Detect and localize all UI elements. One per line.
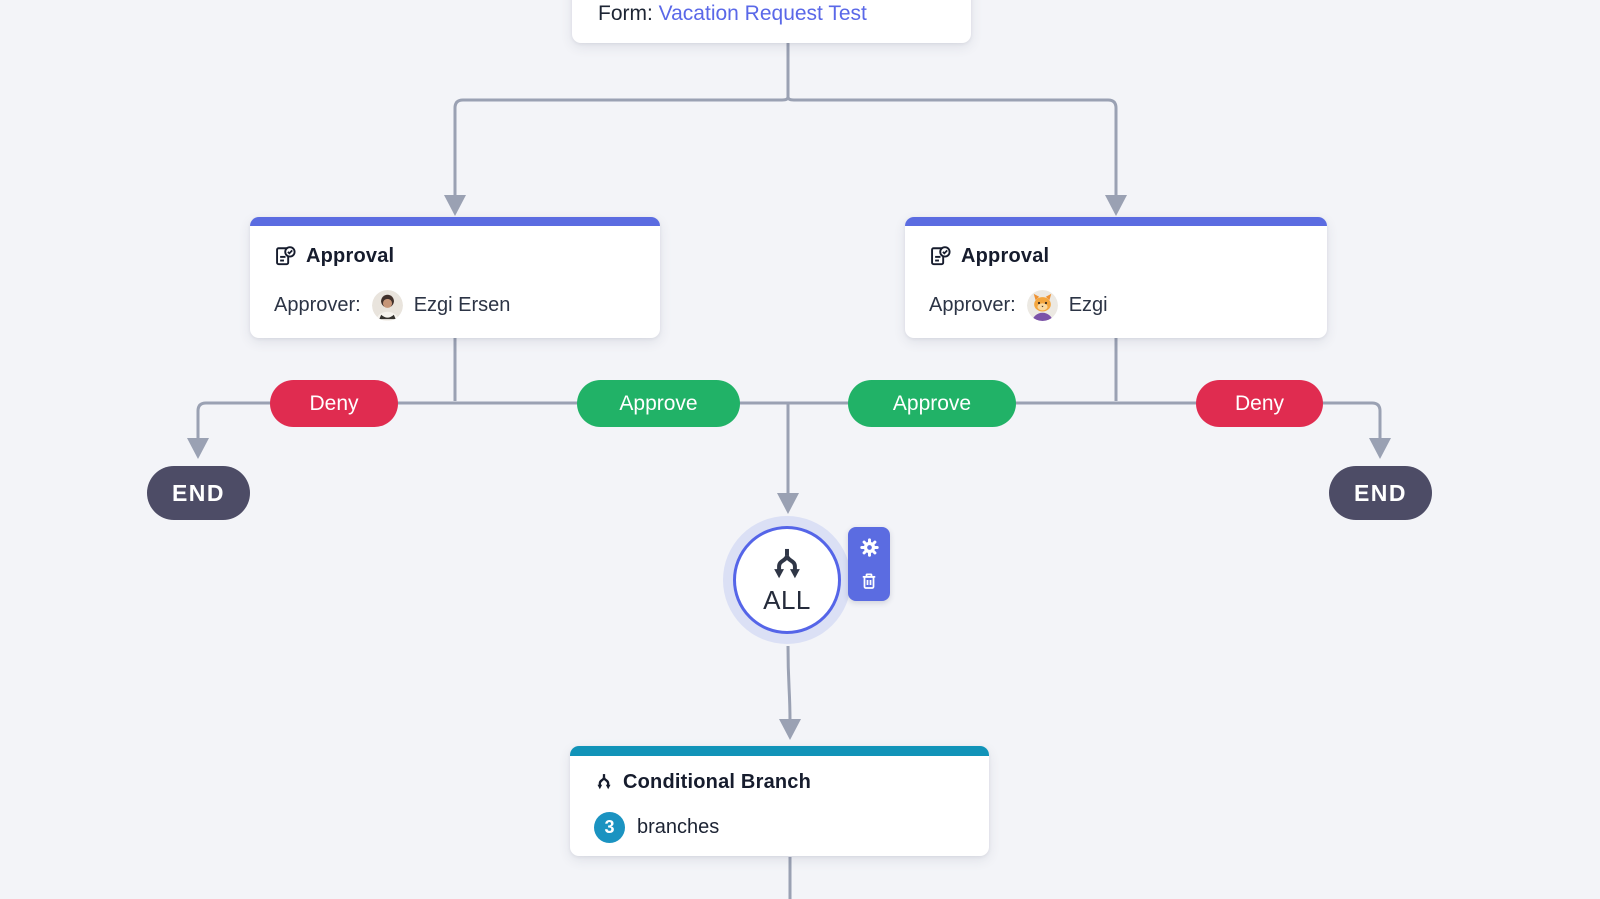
all-gateway-circle: ALL — [733, 526, 841, 634]
branch-label-text: Approve — [892, 391, 972, 415]
approval-icon — [274, 245, 297, 268]
approver-name: Ezgi Ersen — [413, 294, 511, 316]
form-name-link[interactable]: Vacation Request Test — [658, 2, 867, 25]
end-node-left[interactable]: END — [147, 466, 250, 520]
settings-gear-icon — [859, 537, 880, 558]
card-accent-bar — [905, 217, 1327, 226]
card-title: Approval — [961, 244, 1050, 267]
branch-label-approve-right[interactable]: Approve — [848, 380, 1016, 427]
approval-node-left[interactable]: Approval Approver: — [250, 217, 660, 338]
node-toolbar — [848, 527, 890, 601]
approver-name: Ezgi — [1068, 294, 1108, 316]
all-gateway-node[interactable]: ALL — [723, 516, 851, 644]
all-label: ALL — [763, 584, 811, 615]
branch-split-icon — [768, 545, 806, 583]
branch-label-deny-right[interactable]: Deny — [1196, 380, 1323, 427]
form-node[interactable]: Form: Vacation Request Test — [572, 0, 971, 43]
conditional-branch-node[interactable]: Conditional Branch 3 branches — [570, 746, 989, 856]
cat-emoji-avatar — [1026, 290, 1058, 321]
trash-icon — [859, 571, 879, 591]
branch-split-icon — [594, 772, 614, 792]
photo-avatar — [371, 290, 403, 321]
end-label: END — [171, 479, 226, 506]
card-accent-bar — [250, 217, 660, 226]
card-title: Conditional Branch — [623, 770, 812, 793]
approval-icon — [929, 245, 952, 268]
form-node-text: Form: Vacation Request Test — [572, 0, 971, 26]
end-node-right[interactable]: END — [1329, 466, 1432, 520]
branch-label-approve-left[interactable]: Approve — [577, 380, 740, 427]
approval-node-right[interactable]: Approval Approver: — [905, 217, 1327, 338]
branch-count-label: branches — [637, 816, 720, 838]
branch-count-badge: 3 — [594, 812, 625, 843]
branch-label-text: Approve — [619, 391, 698, 415]
branch-label-text: Deny — [1234, 391, 1285, 415]
card-accent-bar — [570, 746, 989, 756]
delete-button[interactable] — [855, 567, 883, 595]
approver-label: Approver: — [929, 294, 1016, 316]
branch-label-text: Deny — [309, 391, 359, 415]
settings-button[interactable] — [855, 533, 883, 561]
card-title: Approval — [306, 244, 395, 267]
branch-label-deny-left[interactable]: Deny — [270, 380, 398, 427]
approver-label: Approver: — [274, 294, 361, 316]
end-label: END — [1353, 479, 1408, 506]
form-label: Form: — [598, 2, 653, 25]
